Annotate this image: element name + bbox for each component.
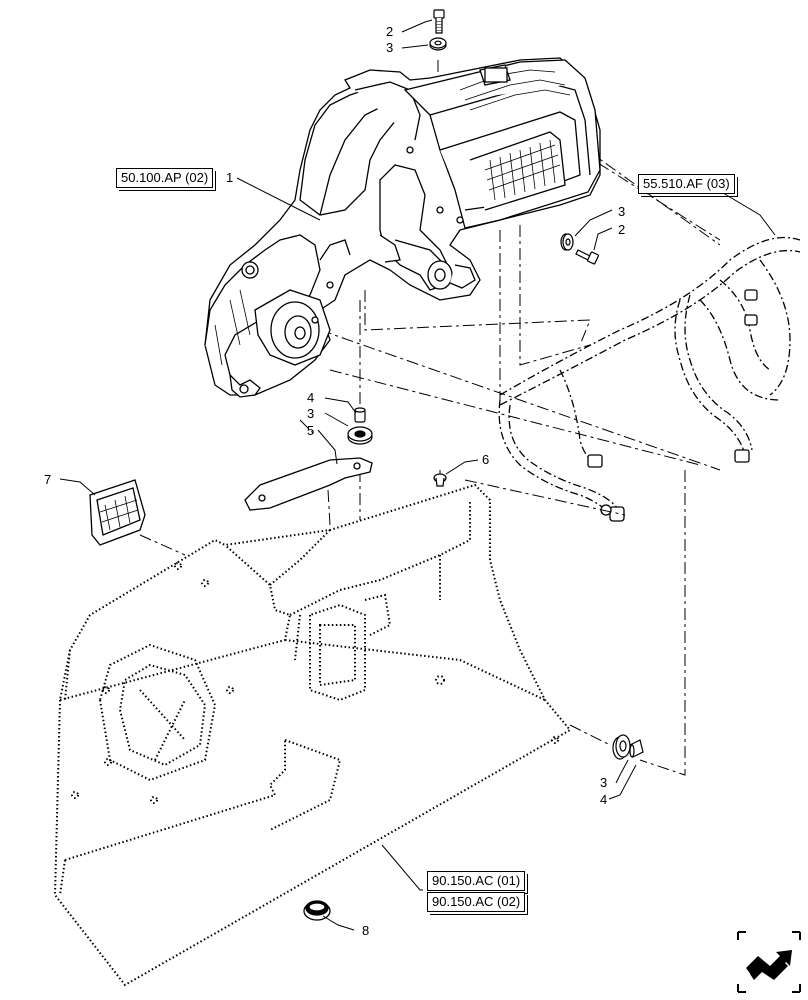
spacer-mid [354, 407, 366, 423]
grommet-bottom [612, 734, 631, 760]
callout-8: 8 [362, 923, 369, 938]
plug-8 [303, 900, 331, 921]
callout-4-bottom: 4 [600, 792, 607, 807]
washer-top [429, 37, 447, 51]
ref-cab-floor-1[interactable]: 90.150.AC (01) [427, 871, 529, 894]
vent-7 [89, 479, 146, 546]
callout-2-top: 2 [386, 24, 393, 39]
callout-2-right: 2 [618, 222, 625, 237]
leader-lines [59, 19, 776, 931]
washer-right [560, 233, 574, 251]
ref-heater-unit[interactable]: 50.100.AP (02) [116, 168, 217, 191]
grommet-mid [347, 426, 373, 445]
bolt-right [575, 249, 600, 265]
wiring-harness [498, 236, 801, 521]
callout-3-bottom: 3 [600, 775, 607, 790]
callout-3-mid: 3 [307, 406, 314, 421]
heater-unit [204, 57, 601, 398]
cab-floor-panel [53, 483, 572, 987]
callout-5: 5 [307, 423, 314, 438]
harness-connectors [587, 289, 758, 522]
callout-3-top: 3 [386, 40, 393, 55]
bolt-top [433, 9, 445, 34]
callout-7: 7 [44, 472, 51, 487]
callout-6: 6 [482, 452, 489, 467]
screw-6 [433, 473, 447, 487]
callout-4-mid: 4 [307, 390, 314, 405]
ref-wiring-harness[interactable]: 55.510.AF (03) [638, 174, 738, 197]
ref-cab-floor-2[interactable]: 90.150.AC (02) [427, 892, 529, 915]
callouts: 2 3 1 3 2 4 3 5 6 7 3 4 8 [44, 24, 625, 938]
callout-3-right: 3 [618, 204, 625, 219]
bracket-plate [244, 457, 373, 511]
callout-1: 1 [226, 170, 233, 185]
spacer-bottom [629, 739, 644, 758]
next-page-arrow-icon[interactable] [736, 930, 802, 994]
